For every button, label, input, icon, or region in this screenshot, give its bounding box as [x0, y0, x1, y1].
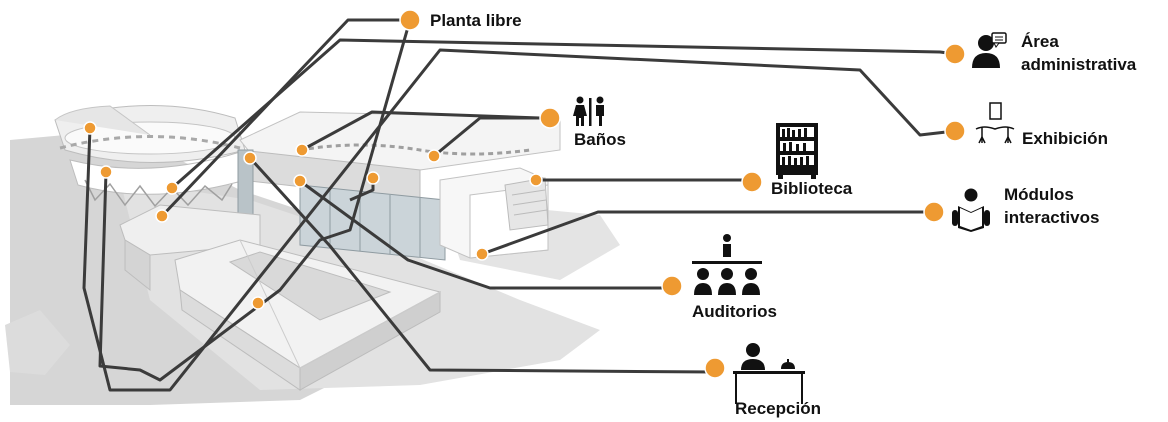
reception-icon	[733, 343, 805, 404]
label-banos: Baños	[574, 130, 626, 149]
label-planta-libre: Planta libre	[430, 11, 522, 30]
building-illustration	[5, 105, 620, 405]
speaker-icon	[972, 32, 1007, 68]
building-marker	[293, 174, 307, 188]
label-recepcion: Recepción	[735, 399, 821, 418]
bookshelf-icon	[776, 123, 818, 179]
marker-planta-libre	[399, 9, 421, 31]
marker-modulos	[923, 201, 945, 223]
marker-exhibicion	[944, 120, 966, 142]
leader-line-auditorios	[299, 179, 665, 290]
building-marker	[83, 121, 97, 135]
building-marker	[251, 296, 265, 310]
building-marker	[165, 181, 179, 195]
label-modulos-line1: Módulos	[1004, 185, 1074, 204]
label-area-administrativa-line1: Área	[1021, 32, 1059, 51]
leader-line-banos-2	[433, 116, 548, 158]
building-marker	[99, 165, 113, 179]
marker-banos	[539, 107, 561, 129]
building-marker	[475, 247, 489, 261]
leader-line-planta-libre-1	[98, 19, 412, 382]
label-auditorios: Auditorios	[692, 302, 777, 321]
label-area-administrativa-line2: administrativa	[1021, 55, 1137, 74]
reader-icon	[952, 188, 990, 232]
label-exhibicion: Exhibición	[1022, 129, 1108, 148]
marker-area-administrativa	[944, 43, 966, 65]
marker-biblioteca	[741, 171, 763, 193]
marker-recepcion	[704, 357, 726, 379]
leader-line-recepcion	[248, 156, 716, 374]
building-marker	[529, 173, 543, 187]
restroom-icon	[573, 96, 604, 126]
markers	[83, 9, 966, 379]
building-marker	[366, 171, 380, 185]
leader-line-area-admin	[160, 18, 410, 218]
audience-icon	[692, 234, 762, 295]
building-marker	[243, 151, 257, 165]
leader-line-modulos	[481, 210, 933, 256]
label-modulos-line2: interactivos	[1004, 208, 1100, 227]
building-marker	[295, 143, 309, 157]
building-marker	[427, 149, 441, 163]
leader-line-banos	[301, 110, 541, 152]
building-marker	[155, 209, 169, 223]
exhibition-icon	[975, 102, 1015, 144]
label-biblioteca: Biblioteca	[771, 179, 853, 198]
marker-auditorios	[661, 275, 683, 297]
